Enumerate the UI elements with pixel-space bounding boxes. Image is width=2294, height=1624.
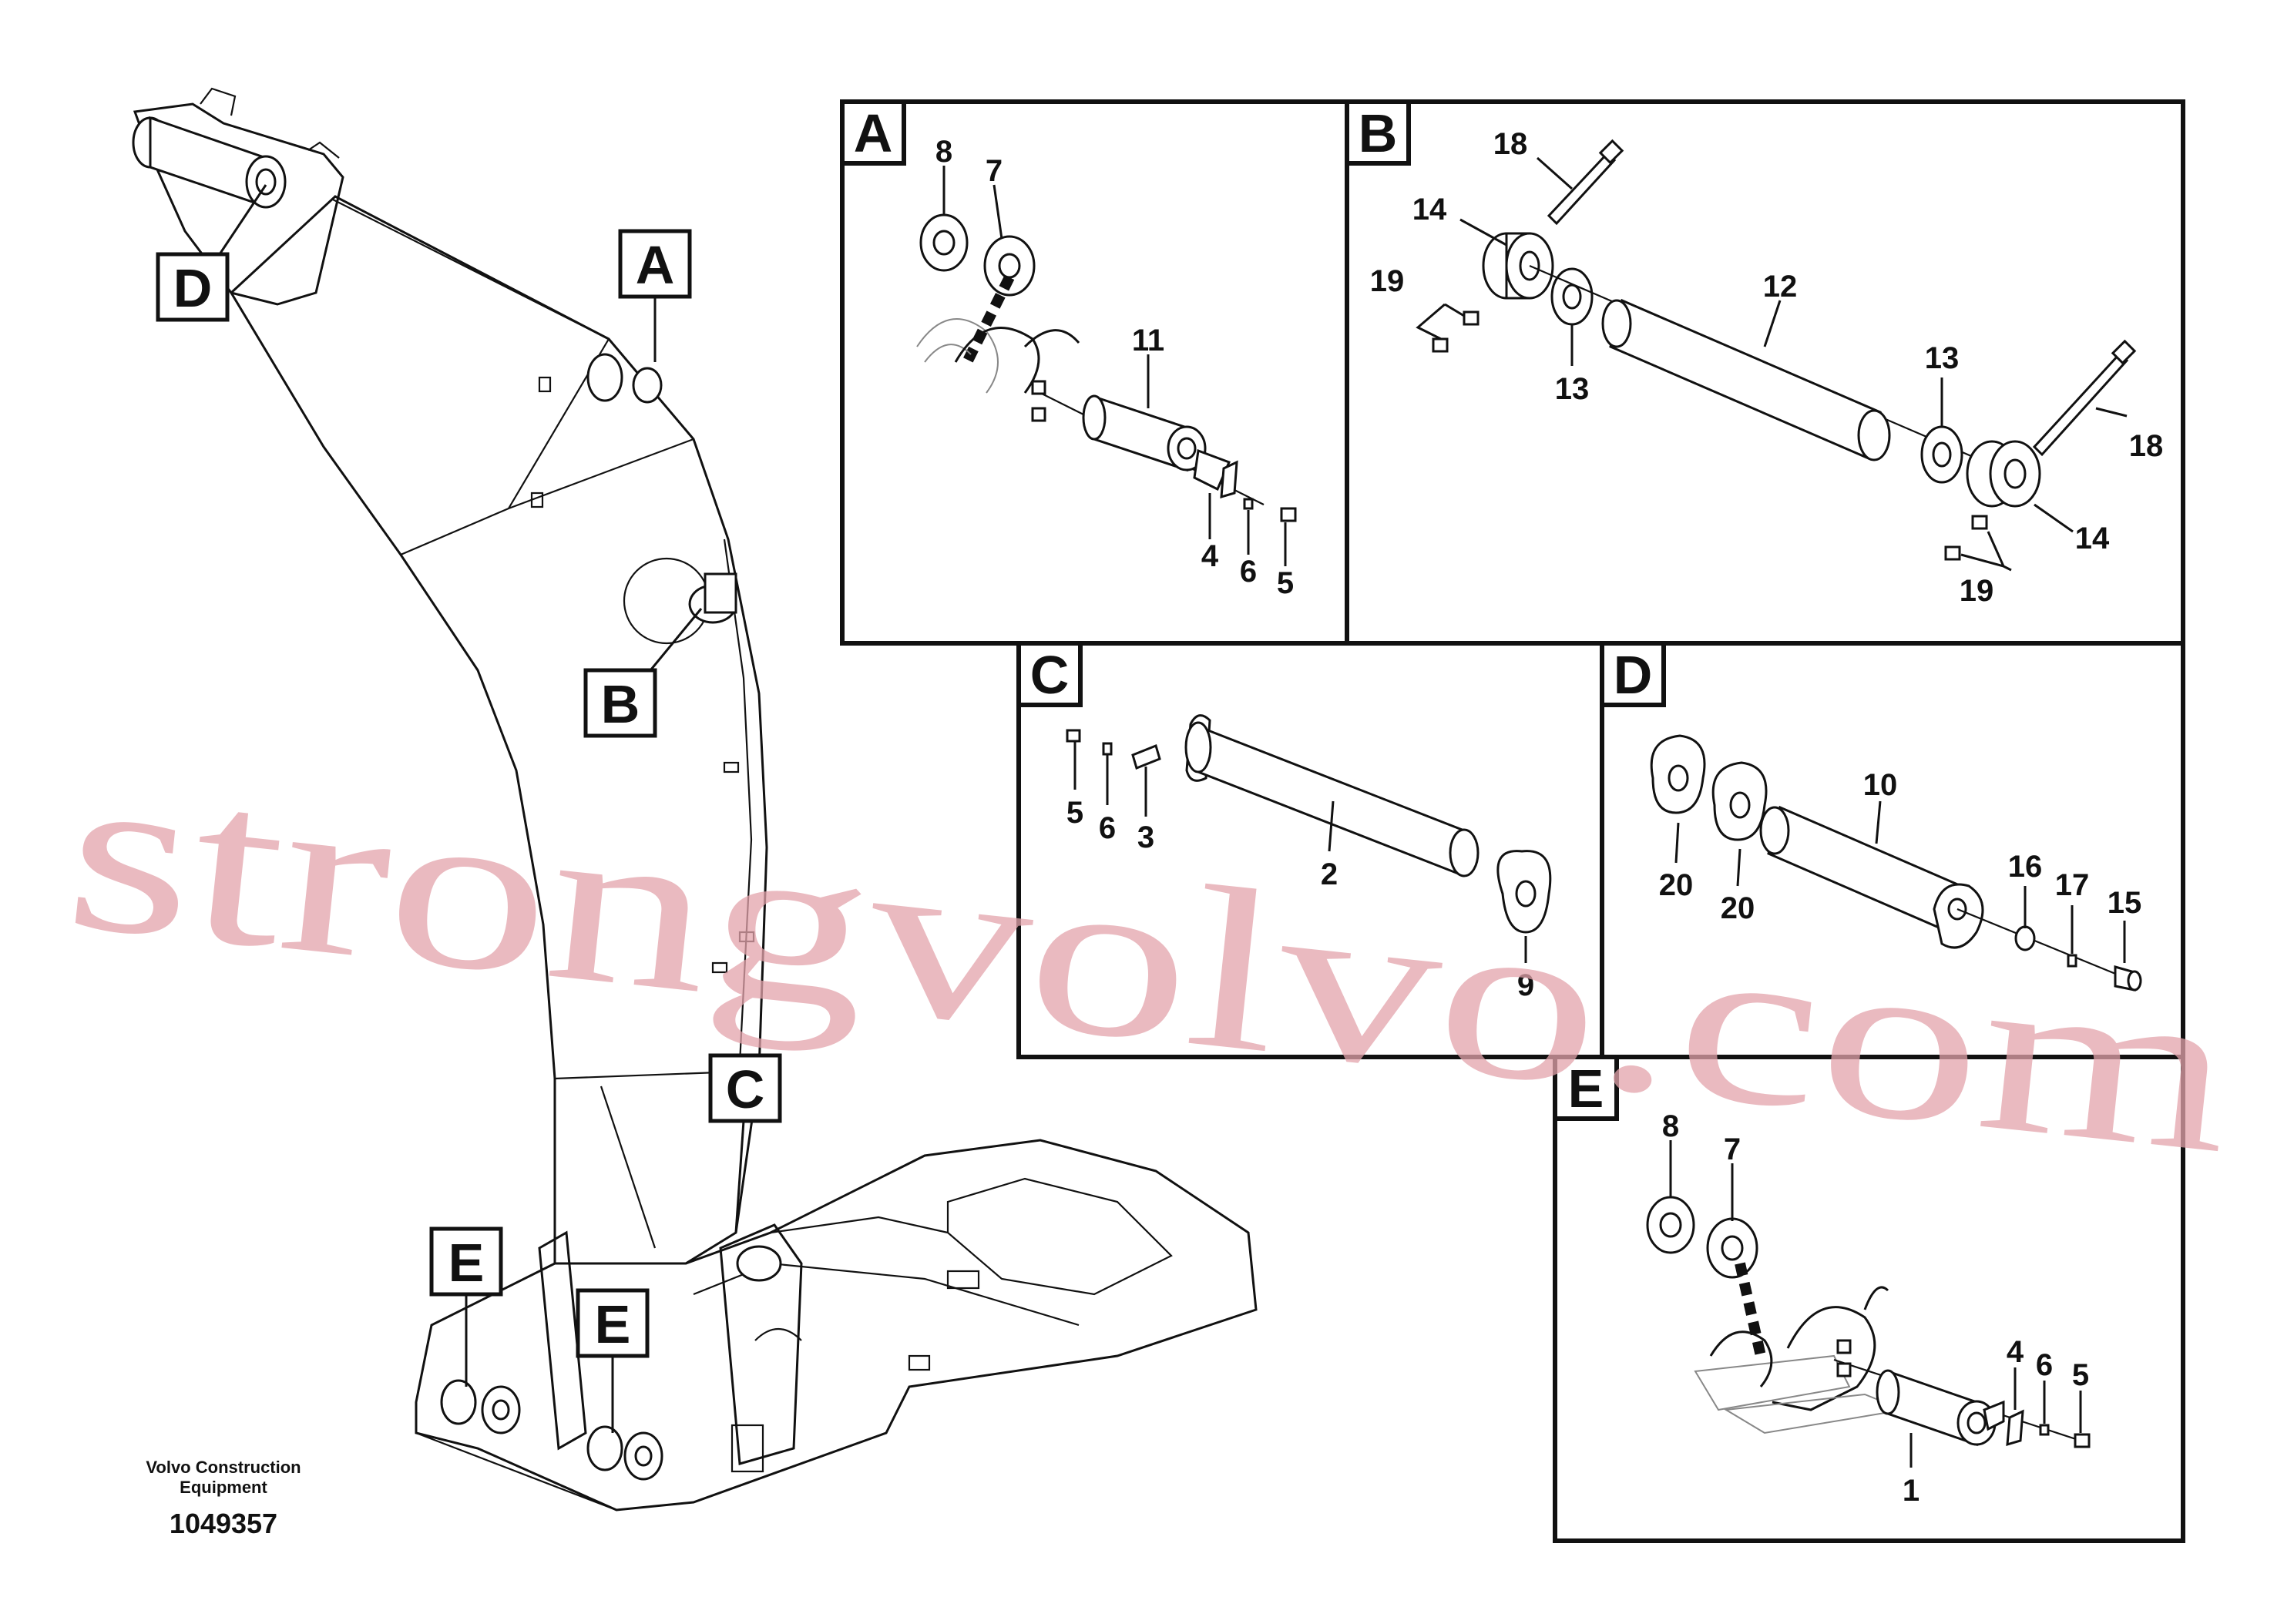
callout-b: B [583,668,657,738]
panel-b-part-13-right: 13 [1925,341,1960,375]
panel-a-label: A [854,103,893,163]
panel-c-part-3: 3 [1137,820,1154,854]
panel-e: E 8 7 4 6 5 1 [1553,1055,2185,1543]
main-assembly-drawing [132,87,1258,1512]
panel-d-part-20-right: 20 [1721,891,1755,925]
panel-b-part-19-left: 19 [1370,264,1405,298]
panel-c-part-9: 9 [1517,968,1534,1002]
callout-d-label: D [173,258,213,318]
manufacturer-line-2: Equipment [180,1478,267,1497]
panel-a-part-7: 7 [986,154,1003,188]
panel-b-part-14-right: 14 [2075,522,2110,555]
drawing-number: 1049357 [170,1508,277,1539]
panel-d-part-15: 15 [2108,886,2142,920]
panel-b-part-19-right: 19 [1960,574,1994,608]
panel-b-part-13-left: 13 [1555,372,1590,406]
panel-d-part-17: 17 [2055,868,2090,902]
panel-e-label: E [1568,1059,1604,1119]
callout-b-label: B [601,674,640,734]
callout-c-label: C [726,1059,765,1119]
panel-d: D 10 20 20 16 17 15 [1600,641,2185,1059]
callout-d: D [156,252,230,322]
panel-c: C 5 6 3 2 9 [1016,641,1604,1059]
callout-e-right-label: E [595,1294,631,1354]
panel-a: A 8 7 11 4 6 5 [840,99,1349,646]
footer: Volvo Construction Equipment 1049357 [146,1458,301,1539]
panel-e-part-4: 4 [2007,1335,2024,1369]
panel-a-part-6: 6 [1240,555,1257,589]
panel-a-part-11: 11 [1132,324,1164,357]
callout-a: A [618,229,692,299]
callout-leaders [218,184,745,1433]
panel-e-part-1: 1 [1903,1474,1920,1508]
panel-e-part-6: 6 [2036,1348,2053,1382]
panel-b-part-18-top: 18 [1493,127,1528,161]
panel-a-part-5: 5 [1277,566,1294,600]
panel-b-label: B [1359,103,1398,163]
callout-a-label: A [636,235,675,295]
panel-e-part-7: 7 [1724,1132,1741,1166]
panel-a-part-4: 4 [1201,539,1219,573]
panel-d-label: D [1614,645,1653,705]
panel-b-part-14-left: 14 [1412,193,1447,226]
panel-c-part-2: 2 [1321,857,1338,891]
panel-c-label: C [1030,645,1070,705]
callout-e-left-label: E [448,1233,485,1293]
panel-c-part-5: 5 [1066,796,1083,830]
panel-e-part-5: 5 [2072,1358,2089,1392]
panel-b-part-12: 12 [1763,270,1798,304]
panel-b-part-18-right: 18 [2129,429,2164,463]
callout-e-right: E [576,1288,650,1358]
panel-d-part-16: 16 [2008,850,2043,884]
panel-d-part-20-left: 20 [1659,868,1694,902]
callout-e-left: E [429,1226,503,1297]
callout-c: C [708,1053,782,1123]
panel-b: B [1345,99,2185,646]
panel-a-part-8: 8 [935,135,952,169]
panel-d-part-10: 10 [1863,768,1898,802]
manufacturer-line-1: Volvo Construction [146,1458,301,1477]
panel-e-part-8: 8 [1662,1109,1679,1143]
panel-c-part-6: 6 [1099,811,1116,845]
